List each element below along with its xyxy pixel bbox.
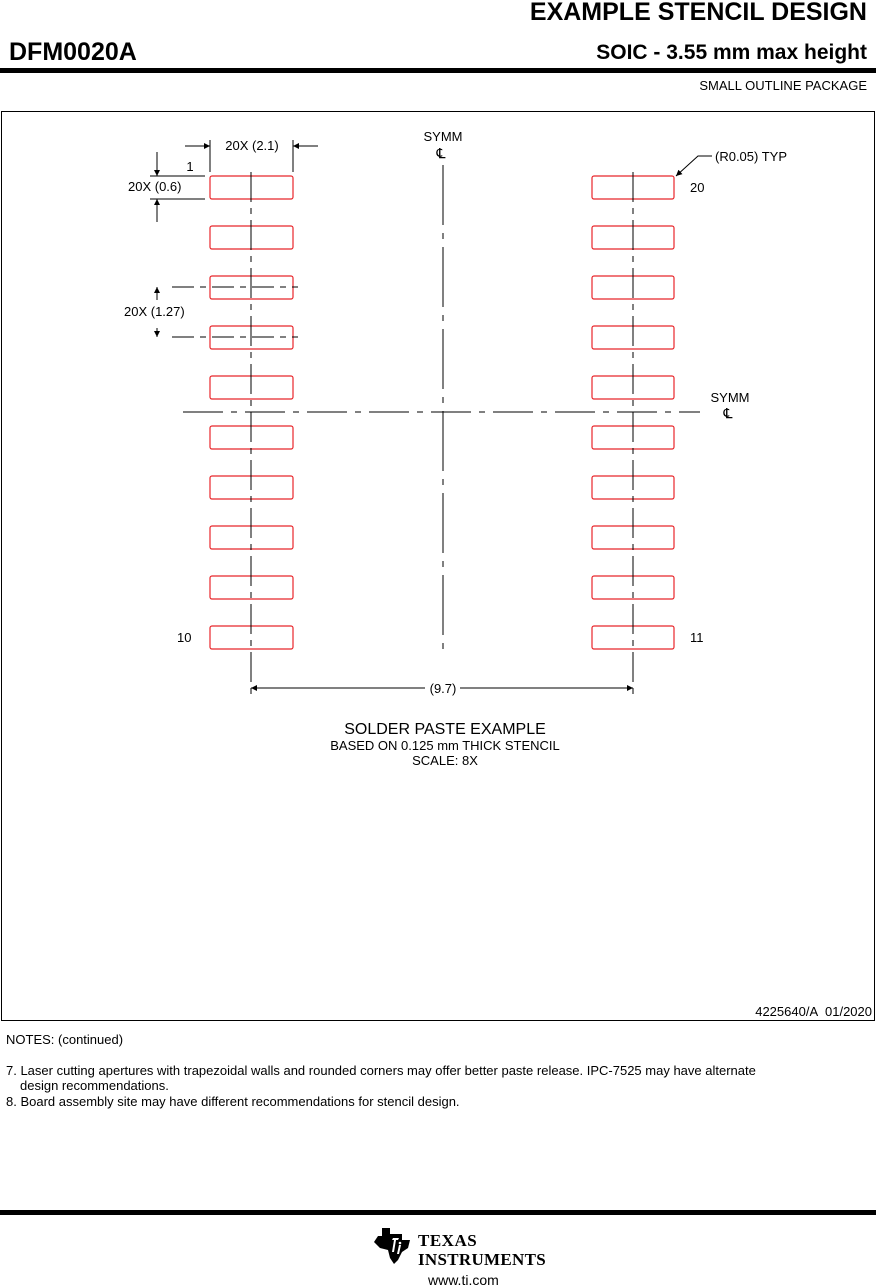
ti-url-link[interactable]: www.ti.com — [428, 1272, 499, 1288]
pin10-label: 10 — [177, 630, 191, 645]
note-8: 8. Board assembly site may have differen… — [6, 1094, 866, 1109]
note-7-line2: design recommendations. — [20, 1078, 169, 1093]
package-description: SOIC - 3.55 mm max height — [596, 41, 867, 64]
note-8-line1: 8. Board assembly site may have differen… — [6, 1094, 460, 1109]
corner-radius-dim: (R0.05) TYP — [715, 149, 787, 164]
pad-length-dim: 20X (2.1) — [225, 138, 278, 153]
pin20-label: 20 — [690, 180, 704, 195]
vertical-symm-centerline-icon: ℄ — [436, 145, 446, 161]
row-span-dim: (9.7) — [430, 681, 457, 696]
pin11-label: 11 — [690, 630, 704, 645]
pad-width-dim: 20X (0.6) — [128, 179, 181, 194]
note-7-line1: 7. Laser cutting apertures with trapezoi… — [6, 1063, 756, 1078]
stencil-drawing: 20X (2.1) 1 20X (0.6) 20X (1.27) SYMM ℄ … — [124, 129, 787, 768]
horizontal-symm-centerline-icon: ℄ — [723, 405, 733, 421]
pitch-dim: 20X (1.27) — [124, 304, 185, 319]
caption-scale: SCALE: 8X — [412, 753, 478, 768]
document-id: 4225640/A 01/2020 — [755, 1004, 872, 1019]
ti-logo-icon — [374, 1228, 410, 1264]
horizontal-symm-label: SYMM — [711, 390, 750, 405]
drawing-title: EXAMPLE STENCIL DESIGN — [529, 0, 867, 26]
ti-logo-text-line1: TEXAS — [418, 1231, 478, 1250]
footer-rule — [0, 1210, 876, 1215]
caption-subtitle: BASED ON 0.125 mm THICK STENCIL — [330, 738, 560, 753]
ti-logo-text-line2: INSTRUMENTS — [418, 1250, 546, 1269]
package-type: SMALL OUTLINE PACKAGE — [699, 78, 867, 93]
drawing-frame — [1, 111, 875, 1021]
pin1-label: 1 — [186, 159, 193, 174]
caption-title: SOLDER PASTE EXAMPLE — [344, 721, 546, 738]
vertical-symm-label: SYMM — [424, 129, 463, 144]
header-rule — [0, 68, 876, 73]
notes-header: NOTES: (continued) — [6, 1032, 124, 1047]
note-7: 7. Laser cutting apertures with trapezoi… — [6, 1063, 866, 1093]
part-number: DFM0020A — [9, 38, 137, 66]
